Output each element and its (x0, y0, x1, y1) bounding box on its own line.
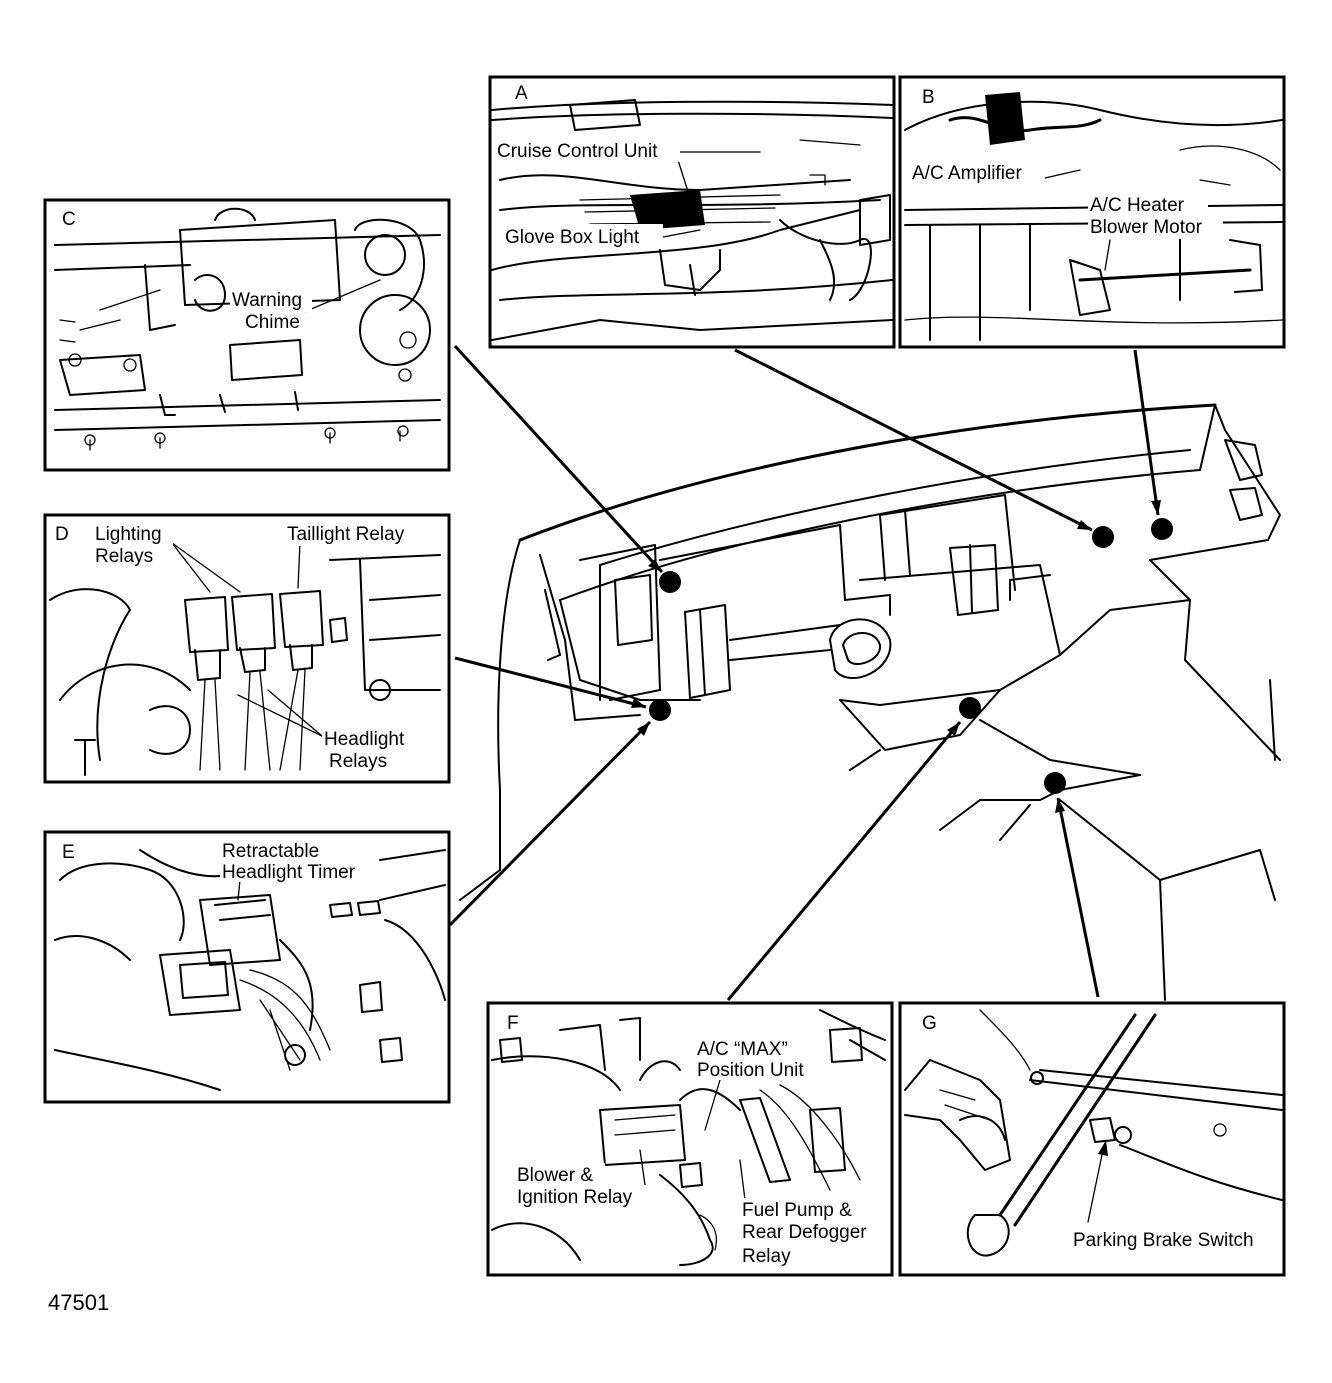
panel-a: A Cruise Control Unit Glove Box Light (488, 75, 896, 349)
ac-heater-label: A/C Heater (1090, 195, 1185, 216)
rear-defogger-label: Rear Defogger (742, 1222, 867, 1243)
ignition-relay-label: Ignition Relay (517, 1187, 633, 1208)
leader-f (726, 721, 962, 1001)
location-dot-f (959, 697, 981, 719)
location-dot-c (659, 571, 681, 593)
parking-brake-switch-label: Parking Brake Switch (1073, 1230, 1254, 1251)
relay-label: Relay (742, 1246, 791, 1267)
panel-g-letter: G (922, 1013, 937, 1034)
panel-e: E Retractable Headlight Timer (43, 830, 451, 1104)
location-dot-b (1151, 518, 1173, 540)
panel-d: D Lighting Relays Taillight Relay Headli… (43, 513, 451, 784)
leader-g (1056, 797, 1100, 998)
location-markers (649, 518, 1173, 794)
position-unit-label: Position Unit (697, 1060, 804, 1081)
panel-c: C Warning Chime (43, 198, 451, 472)
panel-a-letter: A (515, 83, 528, 104)
figure-number: 47501 (48, 1290, 109, 1315)
panel-e-letter: E (62, 842, 75, 863)
headlight-relays-label: Relays (329, 751, 387, 772)
panel-c-letter: C (62, 209, 76, 230)
location-dot-d-e (649, 699, 671, 721)
panel-b: B A/C Amplifier A/C Heater Blower Motor (898, 75, 1286, 349)
headlight-label: Headlight (324, 729, 405, 750)
taillight-relay-label: Taillight Relay (287, 524, 405, 545)
blower-motor-label: Blower Motor (1090, 217, 1203, 238)
leader-d (454, 656, 647, 709)
location-dot-a (1092, 526, 1114, 548)
ac-amplifier-label: A/C Amplifier (912, 163, 1022, 184)
leader-a (734, 348, 1093, 532)
location-dot-g (1044, 772, 1066, 794)
dashboard-drawing (459, 403, 1281, 1001)
ac-max-label: A/C “MAX” (697, 1039, 788, 1060)
blower-label: Blower & (517, 1165, 593, 1186)
panel-f: F A/C “MAX” Position Unit Blower & Ignit… (486, 1001, 894, 1277)
leader-c (453, 344, 664, 574)
cruise-control-unit-label: Cruise Control Unit (497, 141, 658, 162)
panel-d-letter: D (55, 524, 69, 545)
headlight-timer-label: Headlight Timer (222, 862, 356, 883)
leader-b (1133, 349, 1160, 516)
fuel-pump-label: Fuel Pump & (742, 1200, 852, 1221)
panel-g: G Parking Brake Switch (898, 1001, 1286, 1277)
chime-label: Chime (245, 312, 300, 333)
panel-b-letter: B (922, 87, 935, 108)
lighting-relays-label: Relays (95, 546, 153, 567)
lighting-label: Lighting (95, 524, 162, 545)
retractable-label: Retractable (222, 841, 319, 862)
warning-label: Warning (232, 290, 302, 311)
panel-f-letter: F (507, 1013, 519, 1034)
glove-box-light-label: Glove Box Light (505, 227, 640, 248)
leader-lines (448, 344, 1161, 1001)
leader-e (448, 720, 652, 927)
